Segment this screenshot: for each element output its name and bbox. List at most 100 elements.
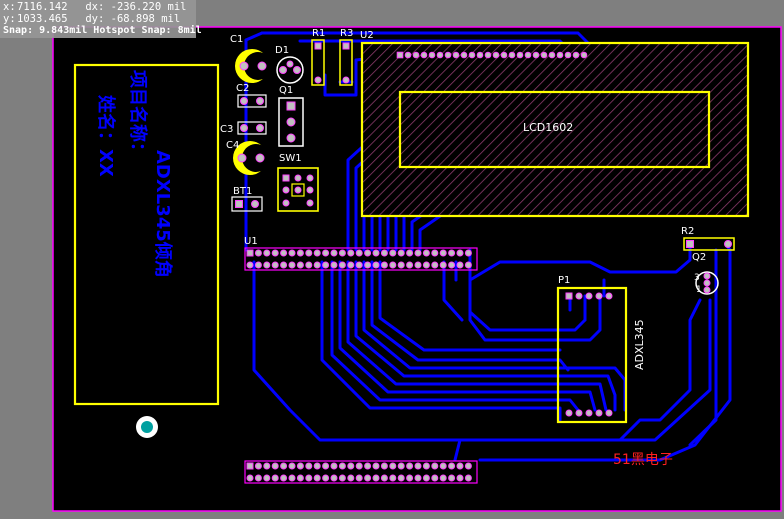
u1-top-pad[interactable] (246, 261, 254, 269)
c3-pad[interactable] (256, 124, 264, 132)
u1-bottom-pad[interactable] (456, 474, 464, 482)
sw1-pad[interactable] (294, 186, 302, 194)
u1-top-pad[interactable] (322, 261, 330, 269)
lcd-connector-pad[interactable] (428, 51, 436, 59)
sw1-pad[interactable] (294, 174, 302, 182)
bt1-pad[interactable] (235, 200, 243, 208)
u1-top-pad[interactable] (347, 249, 355, 257)
r3-pad[interactable] (342, 42, 350, 50)
u1-bottom-pad[interactable] (280, 462, 288, 470)
u1-bottom-pad[interactable] (456, 462, 464, 470)
u1-bottom-pad[interactable] (431, 462, 439, 470)
lcd-connector-pad[interactable] (516, 51, 524, 59)
lcd-connector-pad[interactable] (444, 51, 452, 59)
u1-top-pad[interactable] (305, 249, 313, 257)
lcd-connector-pad[interactable] (436, 51, 444, 59)
u1-bottom-pad[interactable] (271, 474, 279, 482)
p1-pad-bottom[interactable] (605, 409, 613, 417)
u1-top-pad[interactable] (448, 249, 456, 257)
u1-top-pad[interactable] (296, 261, 304, 269)
u1-bottom-pad[interactable] (313, 462, 321, 470)
r1-pad[interactable] (314, 76, 322, 84)
u1-top-pad[interactable] (271, 261, 279, 269)
u1-top-pad[interactable] (263, 249, 271, 257)
u1-bottom-pad[interactable] (254, 474, 262, 482)
u1-top-pad[interactable] (431, 249, 439, 257)
lcd-connector-pad[interactable] (572, 51, 580, 59)
q1-pad[interactable] (286, 101, 296, 111)
u1-top-pad[interactable] (414, 261, 422, 269)
u1-bottom-pad[interactable] (448, 462, 456, 470)
u1-bottom-pad[interactable] (355, 462, 363, 470)
lcd-connector-pad[interactable] (452, 51, 460, 59)
lcd-connector-pad[interactable] (460, 51, 468, 59)
u1-top-pad[interactable] (271, 249, 279, 257)
p1-pad-top[interactable] (565, 292, 573, 300)
lcd-connector-pad[interactable] (476, 51, 484, 59)
u1-bottom-pad[interactable] (439, 474, 447, 482)
r1-outline[interactable] (311, 39, 325, 86)
u1-bottom-pad[interactable] (338, 474, 346, 482)
sw1-outline[interactable] (277, 167, 319, 212)
u1-bottom-pad[interactable] (389, 474, 397, 482)
u1-top-pad[interactable] (313, 261, 321, 269)
u1-top-pad[interactable] (254, 261, 262, 269)
r3-outline[interactable] (339, 39, 353, 86)
u1-top-pad[interactable] (338, 249, 346, 257)
u1-bottom-pad[interactable] (422, 474, 430, 482)
lcd-connector-pad[interactable] (484, 51, 492, 59)
lcd-connector-pad[interactable] (564, 51, 572, 59)
u1-top-pad[interactable] (263, 261, 271, 269)
u1-top-pad[interactable] (288, 249, 296, 257)
u1-top-pad[interactable] (280, 249, 288, 257)
u1-bottom-pad[interactable] (322, 474, 330, 482)
lcd-connector-pad[interactable] (396, 51, 404, 59)
u1-bottom-pad[interactable] (288, 474, 296, 482)
u1-bottom-pad[interactable] (305, 474, 313, 482)
u1-bottom-pad[interactable] (372, 474, 380, 482)
u1-bottom-pad[interactable] (280, 474, 288, 482)
u1-top-pad[interactable] (330, 261, 338, 269)
u1-top-pad[interactable] (389, 261, 397, 269)
u1-top-pad[interactable] (322, 249, 330, 257)
p1-pad-bottom[interactable] (595, 409, 603, 417)
u1-bottom-pad[interactable] (271, 462, 279, 470)
lcd-connector-pad[interactable] (540, 51, 548, 59)
u1-bottom-pad[interactable] (355, 474, 363, 482)
lcd-connector-pad[interactable] (412, 51, 420, 59)
u1-bottom-pad[interactable] (263, 474, 271, 482)
lcd-connector-pad[interactable] (556, 51, 564, 59)
u1-bottom-pad[interactable] (347, 474, 355, 482)
u1-top-pad[interactable] (364, 261, 372, 269)
adxl-module-outline[interactable] (73, 63, 220, 406)
u1-top-pad[interactable] (439, 249, 447, 257)
u1-top-pad[interactable] (406, 261, 414, 269)
u1-bottom-pad[interactable] (448, 474, 456, 482)
q1-outline[interactable] (278, 97, 304, 147)
u1-top-pad[interactable] (330, 249, 338, 257)
u1-bottom-pad[interactable] (389, 462, 397, 470)
mounting-hole[interactable] (136, 416, 158, 438)
c2-pad[interactable] (240, 97, 248, 105)
u1-bottom-pad[interactable] (414, 462, 422, 470)
u1-top-pad[interactable] (380, 249, 388, 257)
u1-top-pad[interactable] (280, 261, 288, 269)
bt1-outline[interactable] (231, 196, 263, 212)
u1-top-pad[interactable] (372, 261, 380, 269)
sw1-pad[interactable] (282, 199, 290, 207)
q2-transistor[interactable] (695, 271, 719, 295)
u1-top-pad[interactable] (338, 261, 346, 269)
u1-bottom-pad[interactable] (380, 474, 388, 482)
u1-top-pad[interactable] (380, 261, 388, 269)
p1-pad-top[interactable] (605, 292, 613, 300)
d1-led[interactable] (276, 56, 304, 84)
u1-bottom-pad[interactable] (288, 462, 296, 470)
u1-bottom-pad[interactable] (431, 474, 439, 482)
u1-top-pad[interactable] (372, 249, 380, 257)
lcd-connector-pad[interactable] (508, 51, 516, 59)
u1-bottom-pad[interactable] (330, 462, 338, 470)
u1-top-pad[interactable] (431, 261, 439, 269)
u1-top-pad[interactable] (364, 249, 372, 257)
u1-bottom-pad[interactable] (397, 462, 405, 470)
